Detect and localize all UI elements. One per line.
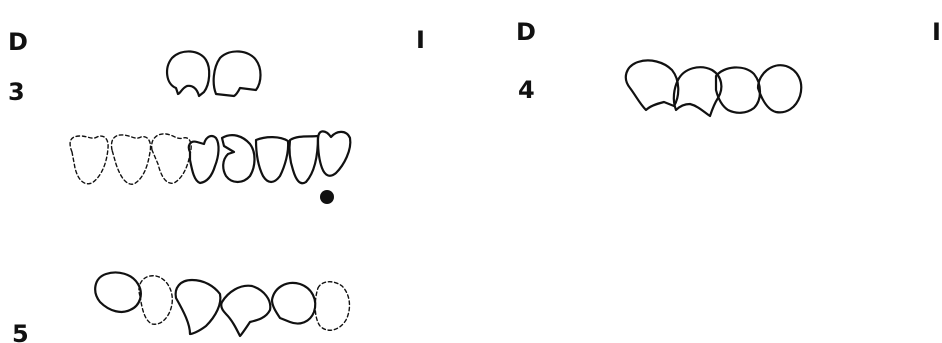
group-5-teeth: [94, 271, 351, 338]
label-d-left: D: [8, 28, 28, 56]
tooth-3-lower-solid-4: [288, 134, 320, 185]
tooth-3-lower-solid-1: [187, 134, 220, 185]
tooth-5-3: [174, 278, 222, 336]
tooth-5-2-dashed: [138, 275, 173, 325]
group-4-teeth: [624, 59, 803, 118]
tooth-4-4: [756, 64, 803, 114]
tooth-4-1: [624, 59, 680, 112]
tooth-3-upper-2: [212, 50, 262, 98]
tooth-4-2: [672, 66, 723, 118]
tooth-5-6-dashed: [314, 281, 351, 331]
label-number-3: 3: [8, 78, 25, 106]
tooth-3-lower-solid-5: [316, 130, 352, 177]
tooth-3-upper-1: [166, 50, 211, 98]
tooth-3-lower-dashed-3: [150, 133, 192, 184]
tooth-4-3: [714, 66, 762, 114]
marker-dot: [320, 190, 334, 204]
label-i-middle: I: [416, 26, 425, 54]
tooth-3-lower-dashed-2: [110, 134, 152, 185]
tooth-3-lower-dashed-1: [69, 135, 109, 185]
group-3-upper-teeth: [166, 50, 262, 98]
tooth-3-lower-solid-3: [254, 136, 290, 184]
label-d-middle: D: [516, 18, 536, 46]
tooth-3-lower-solid-2: [220, 134, 256, 184]
label-number-5: 5: [12, 320, 29, 343]
label-i-right: I: [932, 18, 941, 46]
tooth-5-1: [94, 271, 142, 313]
group-3-lower-teeth: [69, 130, 352, 204]
tooth-5-4: [220, 284, 272, 338]
label-number-4: 4: [518, 76, 535, 104]
tooth-5-5: [270, 281, 317, 325]
